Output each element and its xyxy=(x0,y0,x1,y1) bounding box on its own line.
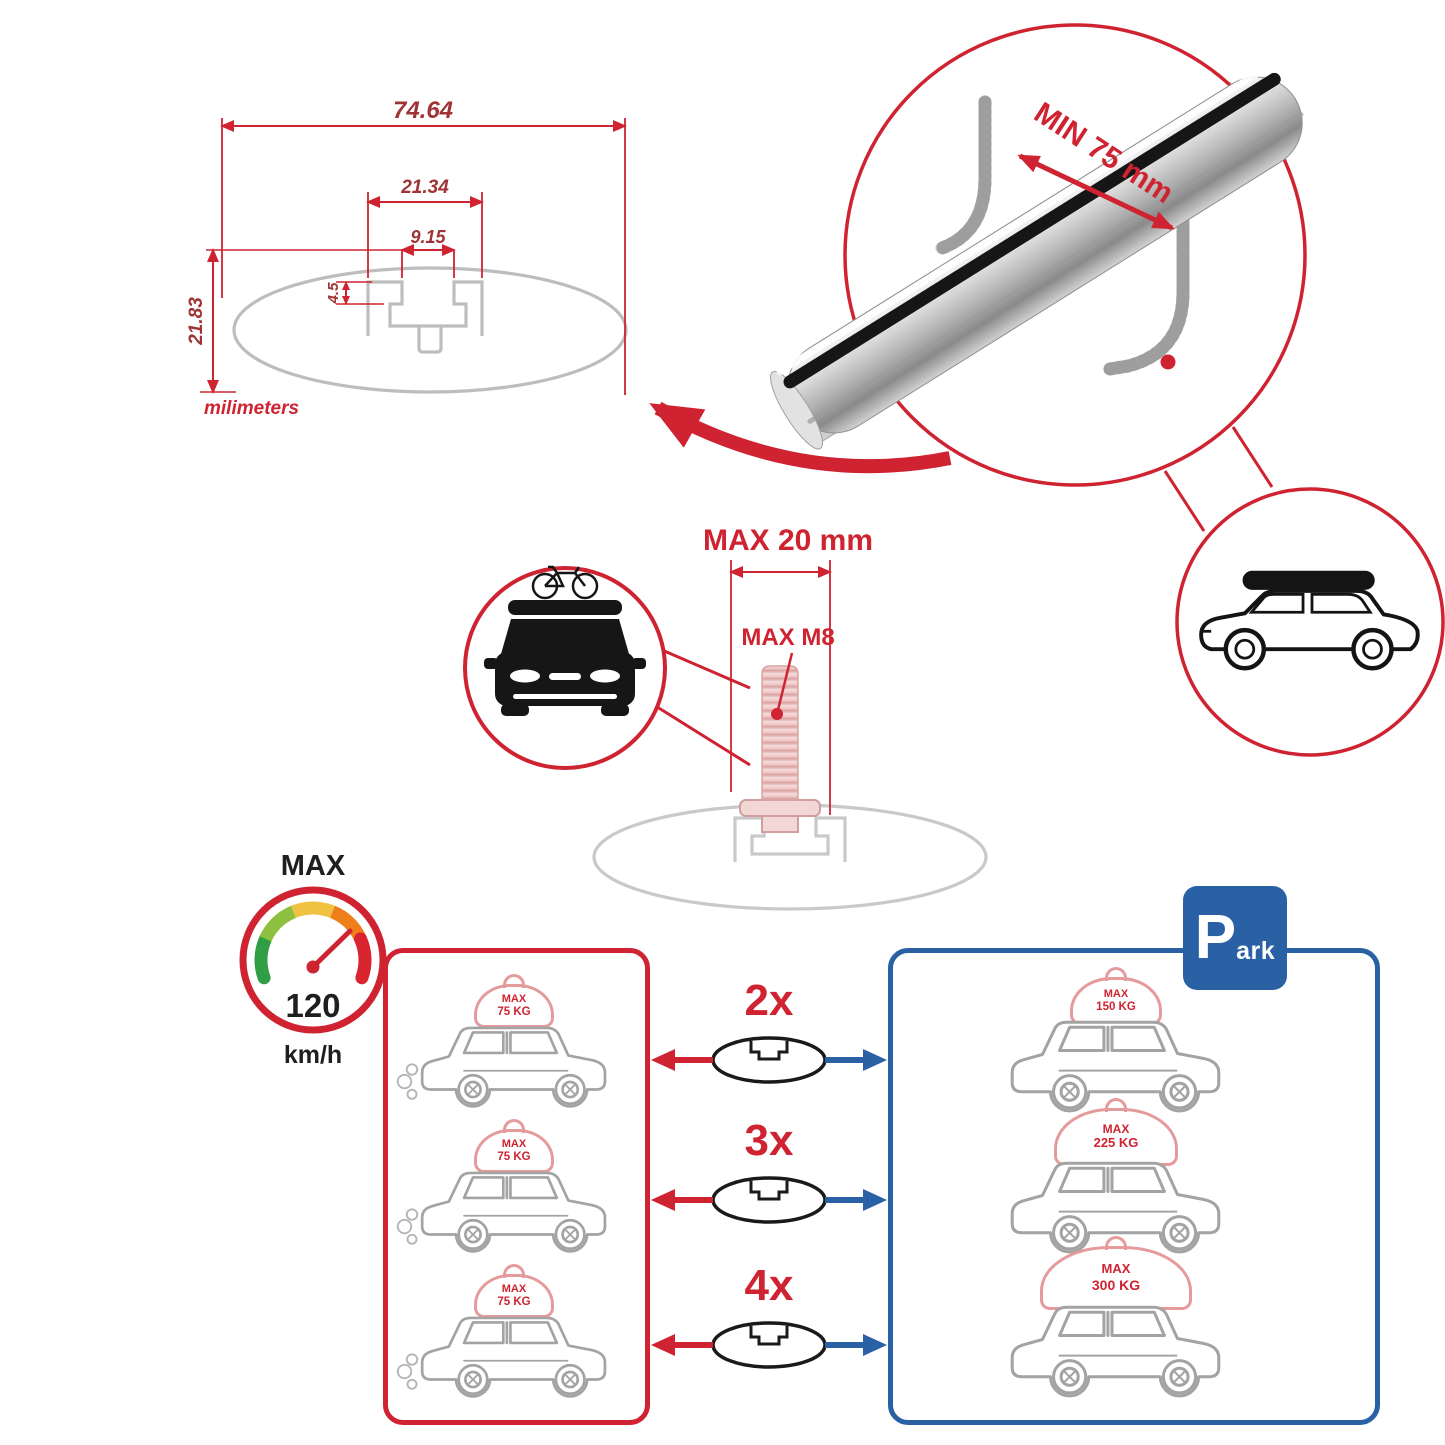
red-arrowhead-icon xyxy=(651,1049,675,1071)
dim-lip-depth: 4.5 xyxy=(325,282,342,305)
speed-max-title: MAX xyxy=(281,850,346,882)
load-max-label: MAX xyxy=(501,1138,527,1151)
load-weight: 75 KG xyxy=(497,1005,531,1018)
parking-sign-letter: P xyxy=(1194,903,1237,973)
multiplier-label: 3x xyxy=(745,1116,794,1165)
red-arrowhead-icon xyxy=(651,1189,675,1211)
multiplier-label: 2x xyxy=(745,976,794,1025)
parking-sign-suffix: ark xyxy=(1236,936,1276,965)
driving-car-row: MAX 75 KG xyxy=(396,1103,630,1255)
gauge-needle xyxy=(310,928,353,970)
crossbar-profile-outline xyxy=(232,266,628,394)
bar-cross-section-icon xyxy=(711,1176,827,1224)
dim-total-height: 21.83 xyxy=(186,297,207,346)
load-weight: 150 KG xyxy=(1096,1000,1136,1013)
parking-car-row: MAX 300 KG xyxy=(985,1236,1247,1400)
load-weight: 75 KG xyxy=(497,1295,531,1308)
load-max-label: MAX xyxy=(1103,988,1129,1001)
load-max-label: MAX xyxy=(1101,1261,1131,1277)
suv-outline-icon xyxy=(420,1316,607,1398)
load-max-label: MAX xyxy=(501,993,527,1006)
rubber-strip xyxy=(783,72,1281,389)
dim-slot-inner: 9.15 xyxy=(410,227,446,247)
bicycle-icon xyxy=(531,565,599,600)
bar-count-row: 2x xyxy=(651,976,887,1084)
load-weight: 300 KG xyxy=(1091,1277,1141,1294)
max-thread-label: MAX M8 xyxy=(741,624,834,651)
parking-car-row: MAX 225 KG xyxy=(985,1096,1247,1256)
parking-car-row: MAX 150 KG xyxy=(985,955,1247,1115)
dim-slot-outer: 21.34 xyxy=(400,177,449,198)
load-handle-icon xyxy=(503,974,525,988)
callout-dot xyxy=(1160,354,1176,370)
load-handle-icon xyxy=(503,1264,525,1278)
driving-car-row: MAX 75 KG xyxy=(396,958,630,1110)
load-weight: 225 KG xyxy=(1093,1135,1139,1151)
speed-limit-gauge: MAX 120 km/h xyxy=(239,850,387,1069)
gauge-arc xyxy=(254,901,372,985)
speed-unit: km/h xyxy=(284,1041,342,1069)
exhaust-smoke-icon xyxy=(396,1063,419,1100)
blue-arrowhead-icon xyxy=(863,1334,887,1356)
crossbar-render-section: MIN 75 mm xyxy=(649,23,1445,757)
suv-outline-icon xyxy=(420,1026,607,1108)
thread-callout-dot xyxy=(771,708,783,720)
load-handle-icon xyxy=(503,1119,525,1133)
suv-outline-icon xyxy=(1010,1305,1221,1398)
car-front-icon xyxy=(484,565,646,716)
clamp-hook-icon xyxy=(935,95,1190,376)
load-max-label: MAX xyxy=(1102,1121,1130,1136)
roof-load-badge: MAX 75 KG xyxy=(474,974,554,1028)
max-length-label: MAX 20 mm xyxy=(703,524,873,557)
cross-section-dimension-diagram: 74.64 21.34 9.15 21.83 4.5 milimeters xyxy=(186,97,628,419)
units-label: milimeters xyxy=(204,398,299,419)
gauge-pivot xyxy=(306,960,320,974)
speed-value: 120 xyxy=(285,987,340,1024)
load-weight: 75 KG xyxy=(497,1150,531,1163)
dimension-lines xyxy=(200,118,627,395)
red-arrowhead-icon xyxy=(651,1334,675,1356)
blue-arrowhead-icon xyxy=(863,1189,887,1211)
bolt-callout-lines xyxy=(653,648,751,767)
bolt-detail-section: MAX 20 mm MAX M8 xyxy=(463,524,988,911)
roof-load-badge: MAX 75 KG xyxy=(474,1119,554,1173)
min-span-arrow xyxy=(1017,153,1175,231)
t-bolt-icon xyxy=(739,665,821,833)
dim-total-width: 74.64 xyxy=(393,97,453,124)
section-pointer-arrow xyxy=(649,401,952,474)
load-handle-icon xyxy=(1105,1236,1127,1250)
load-handle-icon xyxy=(1105,967,1127,981)
callout-connector-lines xyxy=(1163,426,1274,532)
roof-load-badge: MAX 75 KG xyxy=(474,1264,554,1318)
exhaust-smoke-icon xyxy=(396,1353,419,1390)
blue-arrowhead-icon xyxy=(863,1049,887,1071)
exhaust-smoke-icon xyxy=(396,1208,419,1245)
bar-cross-section-icon xyxy=(711,1321,827,1369)
roof-load-badge: MAX 150 KG xyxy=(1070,967,1162,1025)
bar-count-row: 3x xyxy=(651,1116,887,1224)
load-max-label: MAX xyxy=(501,1283,527,1296)
bar-count-row: 4x xyxy=(651,1261,887,1369)
suv-outline-icon xyxy=(420,1171,607,1253)
driving-car-row: MAX 75 KG xyxy=(396,1248,630,1400)
bar-cross-section-icon xyxy=(711,1036,827,1084)
multiplier-label: 4x xyxy=(745,1261,794,1310)
suv-roofbox-icon xyxy=(1199,570,1420,671)
load-handle-icon xyxy=(1105,1098,1127,1112)
